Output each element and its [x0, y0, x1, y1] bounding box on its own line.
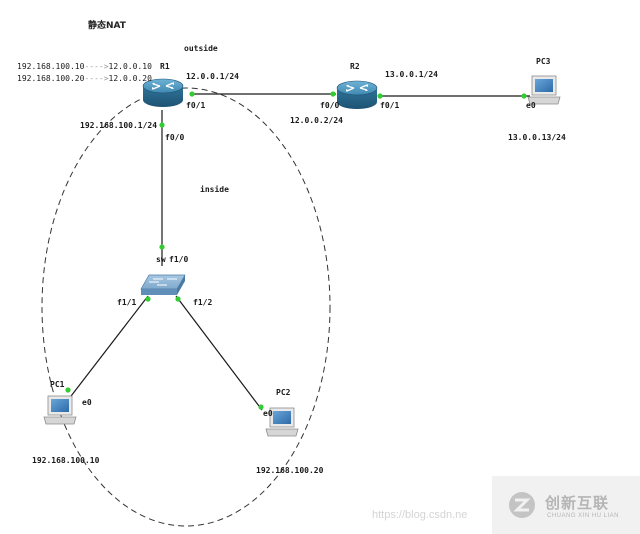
link-sw-pc1	[67, 295, 149, 401]
computer-icon[interactable]	[527, 75, 561, 105]
address-label: 12.0.0.1/24	[186, 72, 239, 81]
zone-label-outside: outside	[184, 44, 218, 53]
device-label-r1: R1	[160, 62, 170, 71]
computer-icon[interactable]	[43, 395, 77, 425]
device-label-pc1: PC1	[50, 380, 65, 389]
interface-label: f0/1	[186, 101, 206, 110]
address-label: 12.0.0.2/24	[290, 116, 343, 125]
interface-label: e0	[526, 101, 536, 110]
port-dots	[65, 91, 527, 410]
inside-boundary	[41, 87, 331, 527]
address-label: 13.0.0.1/24	[385, 70, 438, 79]
interface-label: f0/0	[165, 133, 185, 142]
nat-mapping-row: 192.168.100.20---->12.0.0.20	[17, 74, 152, 84]
address-label: 13.0.0.13/24	[508, 133, 566, 142]
interface-label: e0	[82, 398, 92, 407]
nat-inside-address: 192.168.100.20	[17, 74, 85, 83]
interface-label: f1/2	[193, 298, 213, 307]
zone-label-inside: inside	[200, 185, 229, 194]
diagram-title: 静态NAT	[88, 21, 126, 31]
device-label-sw: sw	[156, 255, 166, 264]
brand-logo-icon	[509, 492, 535, 518]
nat-mapping-row: 192.168.100.10---->12.0.0.10	[17, 62, 152, 72]
computer-icon[interactable]	[265, 407, 299, 437]
address-label: 192.168.100.1/24	[80, 121, 158, 130]
watermark-pinyin: CHUANG XIN HU LIAN	[547, 513, 620, 519]
device-label-pc3: PC3	[536, 57, 551, 66]
nat-arrow: ---->	[84, 74, 109, 83]
router-icon[interactable]	[142, 78, 184, 107]
interface-label: f0/0	[320, 101, 340, 110]
router-icon[interactable]	[336, 80, 378, 109]
nat-outside-address: 12.0.0.10	[108, 62, 152, 71]
interface-label: f1/0	[169, 255, 189, 264]
switch-icon[interactable]	[140, 274, 186, 295]
nat-arrow: ---->	[84, 62, 109, 71]
interface-label: f1/1	[117, 298, 137, 307]
watermark-brand: 创新互联	[545, 494, 610, 512]
address-label: 192.168.100.20	[256, 466, 324, 475]
nat-inside-address: 192.168.100.10	[17, 62, 85, 71]
interface-label: e0	[263, 409, 273, 418]
link-sw-pc2	[175, 295, 263, 411]
address-label: 192.168.100.10	[32, 456, 100, 465]
interface-label: f0/1	[380, 101, 400, 110]
nat-outside-address: 12.0.0.20	[108, 74, 152, 83]
device-label-r2: R2	[350, 62, 360, 71]
device-label-pc2: PC2	[276, 388, 291, 397]
watermark-url: https://blog.csdn.ne	[372, 509, 468, 521]
